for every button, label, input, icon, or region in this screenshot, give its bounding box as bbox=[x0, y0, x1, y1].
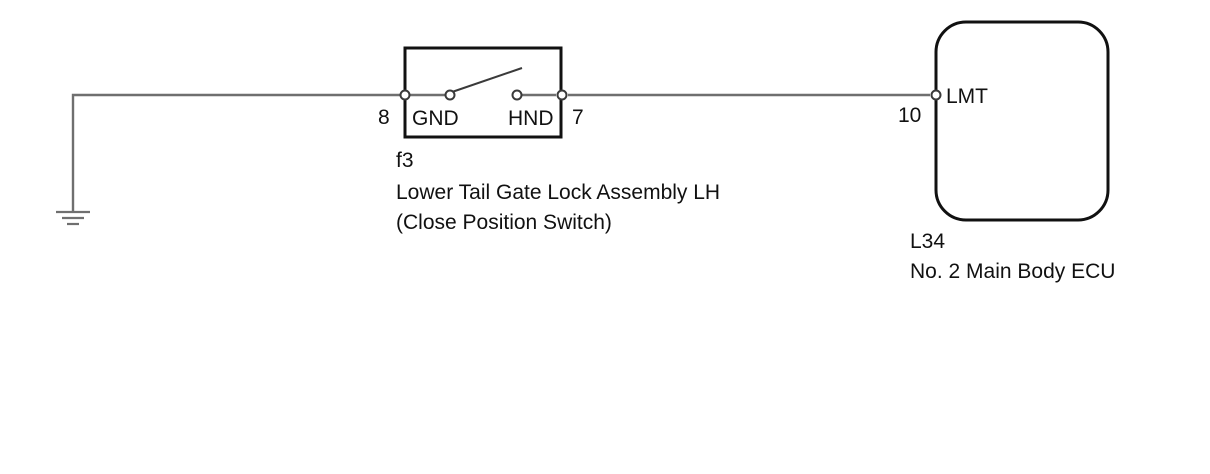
switch-subname: (Close Position Switch) bbox=[396, 211, 612, 234]
ecu-pin-10-terminal bbox=[930, 89, 942, 101]
switch-pin-8-terminal bbox=[399, 89, 411, 101]
ecu-terminal-lmt: LMT bbox=[946, 85, 988, 108]
switch-contact-right bbox=[511, 89, 523, 101]
switch-name: Lower Tail Gate Lock Assembly LH bbox=[396, 181, 720, 204]
switch-pin-7-terminal bbox=[556, 89, 568, 101]
switch-terminal-gnd: GND bbox=[412, 107, 459, 130]
ecu-name: No. 2 Main Body ECU bbox=[910, 260, 1115, 283]
ecu-code: L34 bbox=[910, 230, 945, 253]
ecu-box bbox=[934, 20, 1110, 222]
switch-pin-right-label: 7 bbox=[572, 106, 584, 129]
switch-contact-left bbox=[444, 89, 456, 101]
switch-terminal-hnd: HND bbox=[508, 107, 554, 130]
switch-pin-left-label: 8 bbox=[378, 106, 390, 129]
ground-wire bbox=[71, 93, 400, 212]
switch-lever bbox=[451, 67, 523, 93]
switch-code: f3 bbox=[396, 149, 414, 172]
ground-symbol bbox=[56, 210, 90, 226]
ecu-pin-label: 10 bbox=[898, 104, 921, 127]
